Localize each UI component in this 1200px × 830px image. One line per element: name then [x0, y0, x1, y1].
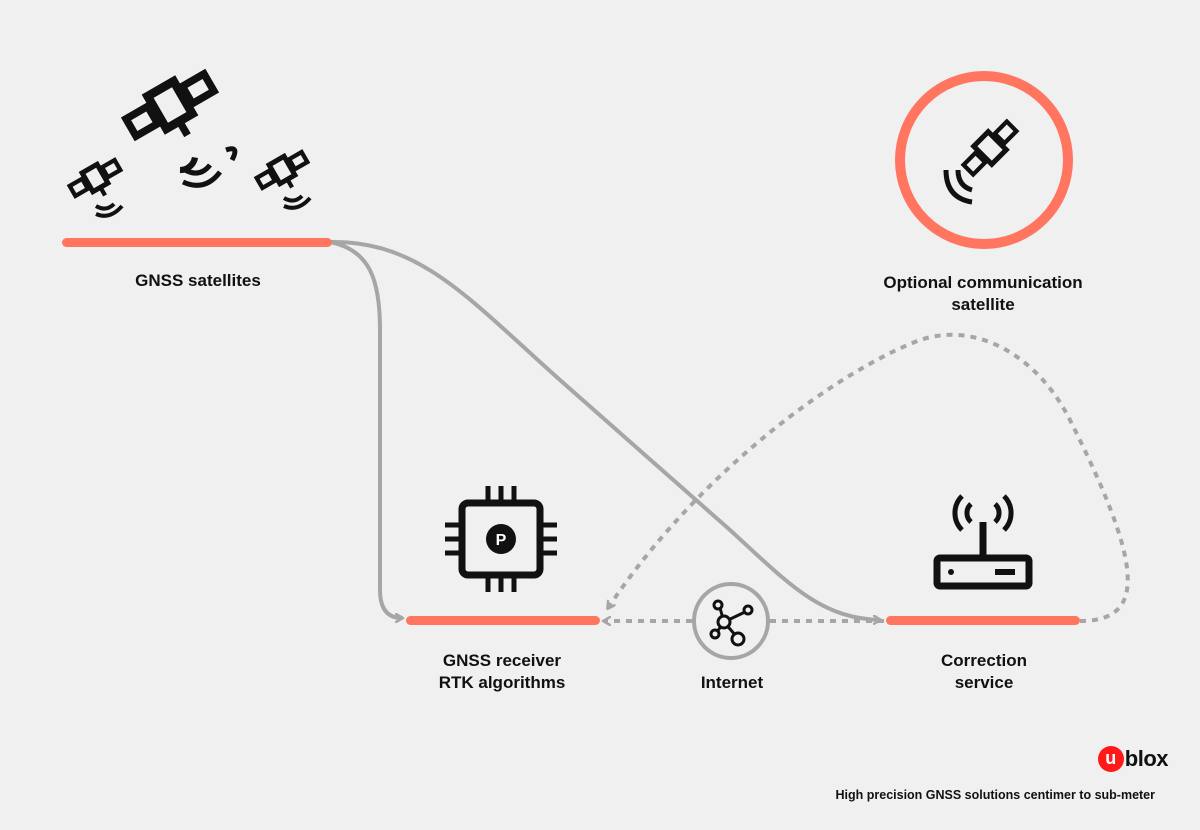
signal-waves-small-right	[282, 194, 312, 210]
correction-label-line1: Correction	[941, 651, 1027, 670]
signal-waves-small-left	[94, 202, 124, 218]
optional-satellite-ring	[895, 71, 1073, 249]
correction-label-line2: service	[954, 673, 1014, 692]
receiver-bar	[406, 616, 600, 625]
network-icon	[709, 599, 754, 647]
brand-badge: u	[1097, 746, 1124, 772]
connector-sats-to-correction	[329, 239, 880, 620]
satellite-icon-small-right	[257, 152, 308, 188]
satellite-icon-large	[126, 74, 214, 174]
satellite-icon-small-left	[70, 160, 121, 196]
receiver-label-line1: GNSS receiver	[442, 651, 562, 670]
optional-satellite-label-line1: Optional communication	[883, 273, 1083, 292]
connector-sats-to-receiver	[329, 240, 402, 618]
brand-name: blox	[1124, 746, 1169, 771]
correction-bar	[886, 616, 1080, 625]
chip-icon	[445, 486, 557, 592]
chip-letter: P	[496, 532, 507, 549]
signal-waves-optional	[943, 169, 973, 205]
receiver-label: GNSS receiver RTK algorithms	[402, 650, 602, 694]
signal-waves-large	[181, 146, 238, 188]
footer-caption: High precision GNSS solutions centimer t…	[835, 788, 1156, 802]
brand-logo: u blox	[1097, 742, 1169, 776]
receiver-label-line2: RTK algorithms	[438, 673, 566, 692]
gnss-satellites-bar	[62, 238, 332, 247]
optional-satellite-label: Optional communication satellite	[853, 272, 1113, 316]
optional-satellite-label-line2: satellite	[951, 295, 1015, 314]
gnss-satellites-label-text: GNSS satellites	[135, 271, 261, 290]
internet-label: Internet	[672, 672, 792, 694]
connector-correction-via-satellite	[608, 332, 1130, 623]
gnss-satellites-label: GNSS satellites	[98, 270, 298, 292]
correction-label: Correction service	[884, 650, 1084, 694]
satellite-icon-optional	[960, 118, 1020, 178]
router-icon	[933, 494, 1033, 590]
internet-label-text: Internet	[700, 673, 764, 692]
